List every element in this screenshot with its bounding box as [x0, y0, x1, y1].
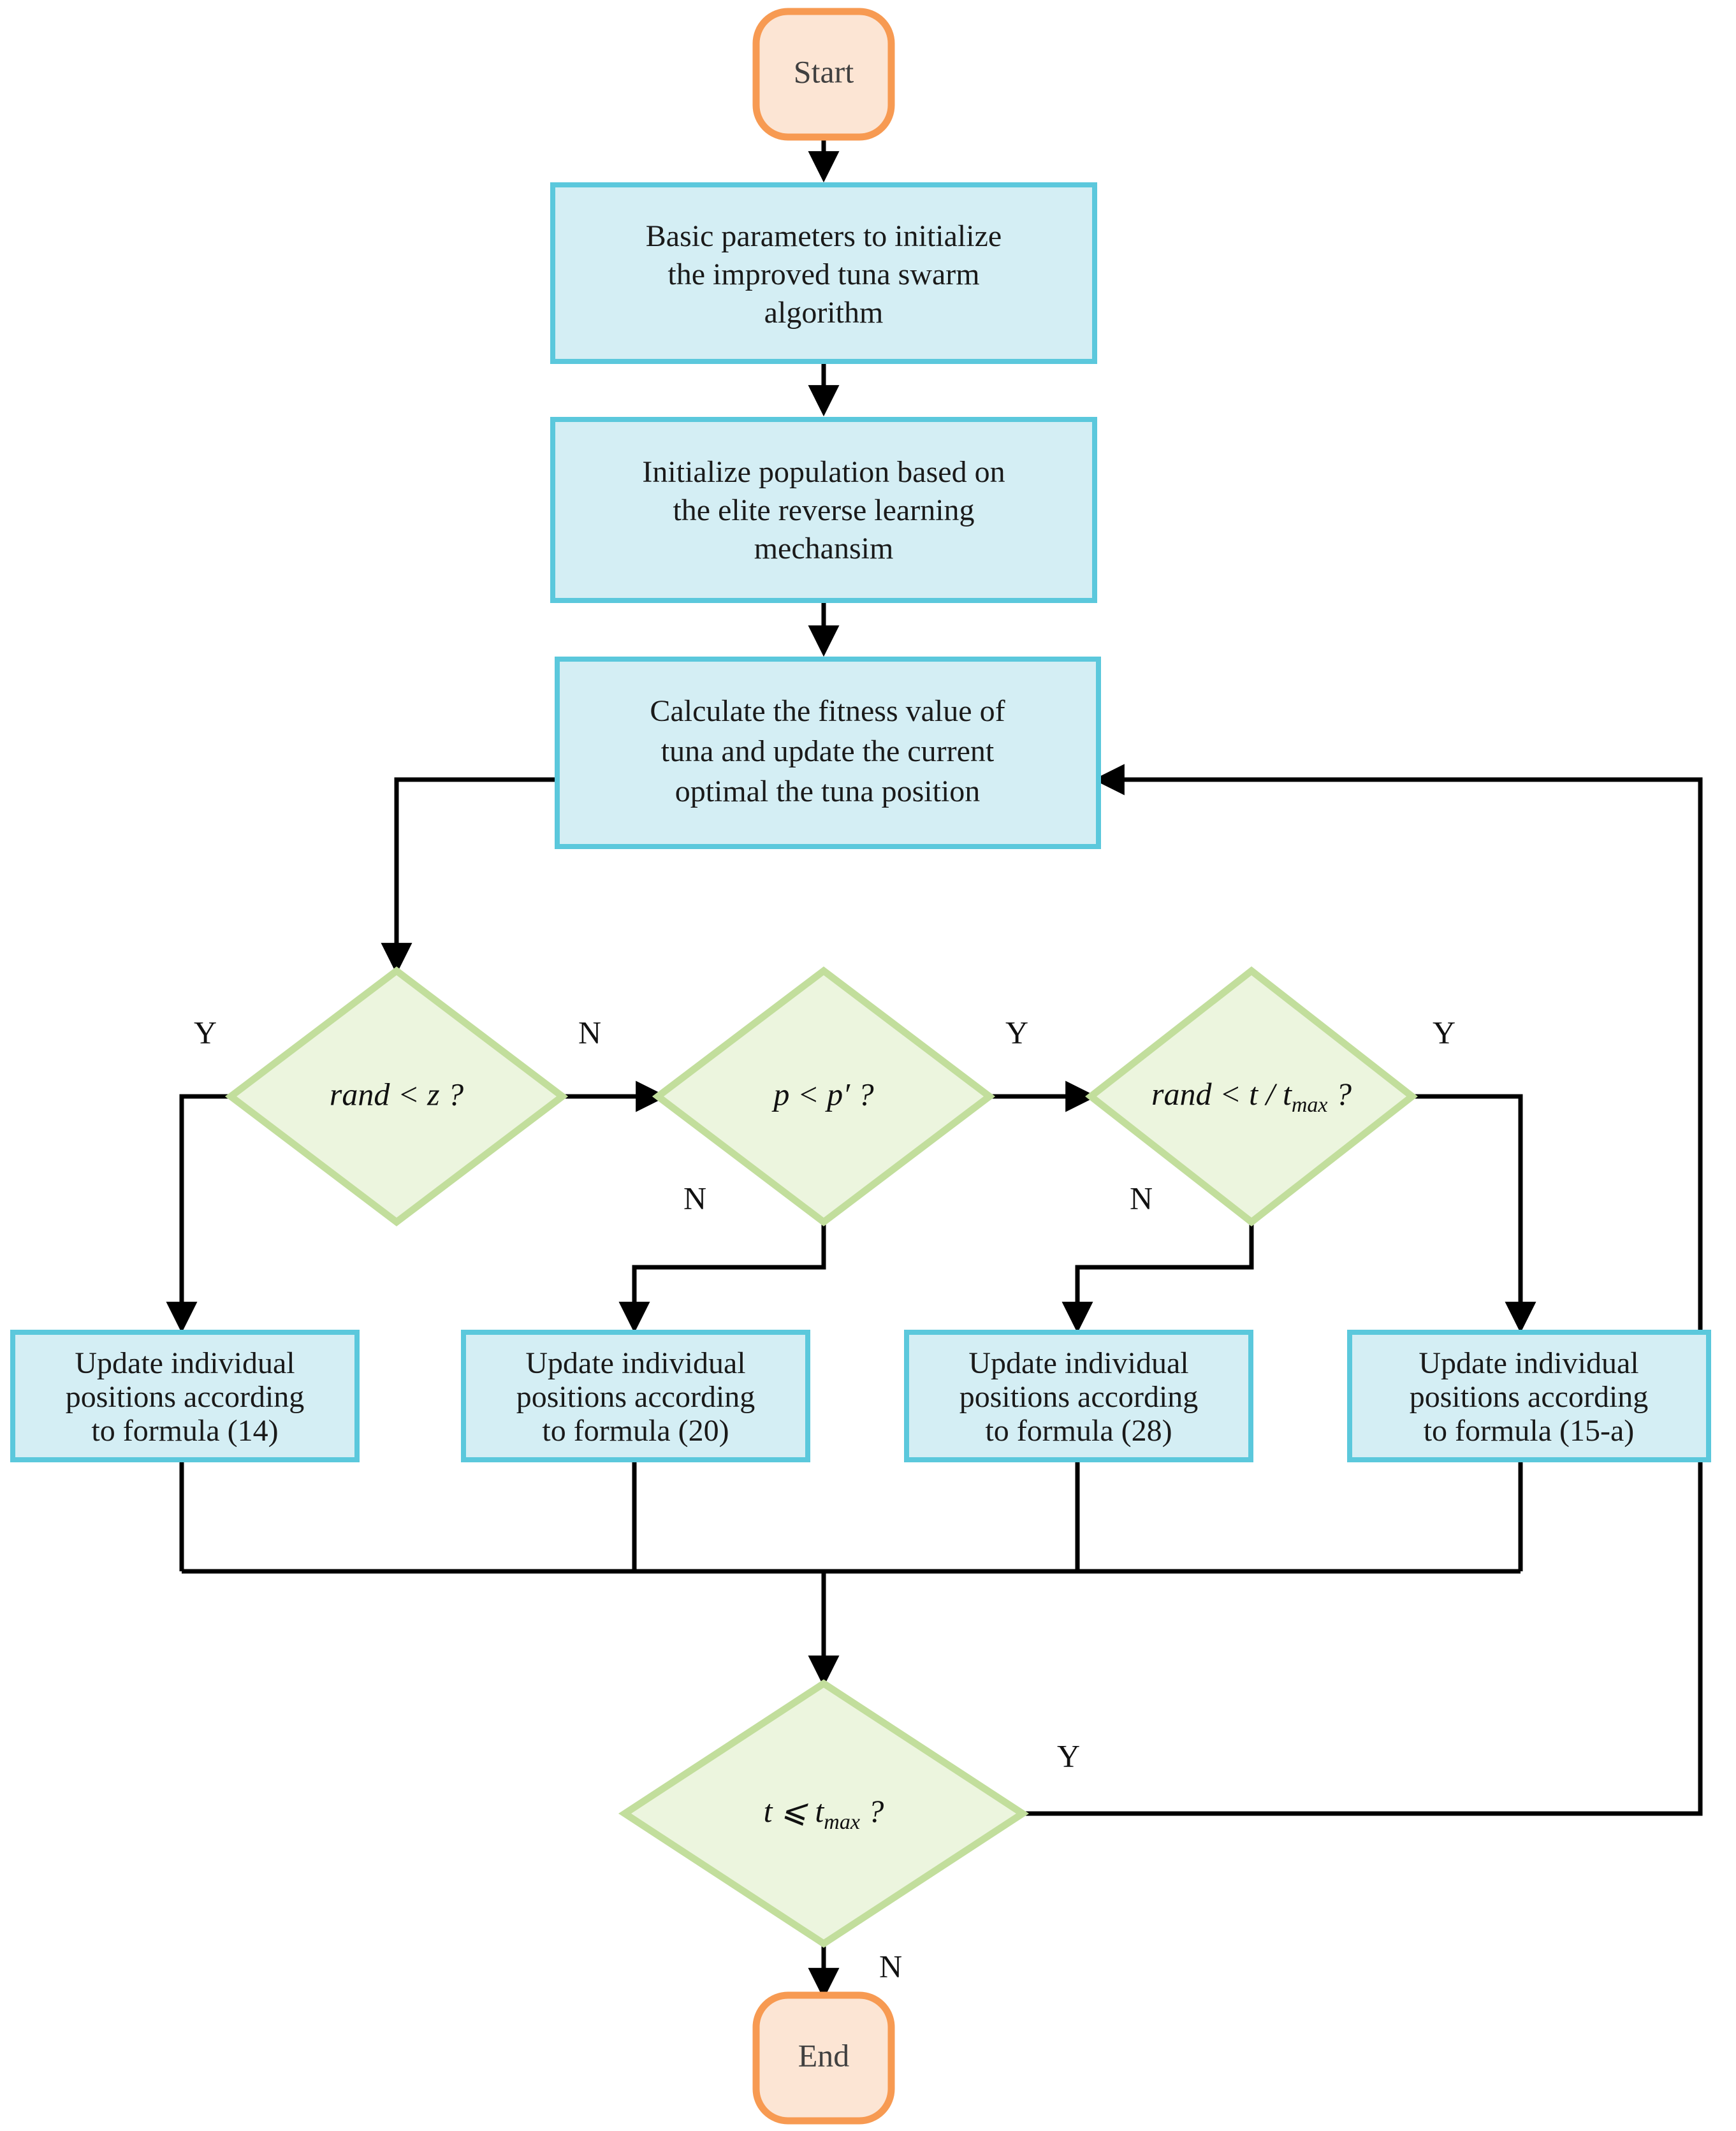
- node-update-15a[interactable]: Update individual positions according to…: [1347, 1330, 1711, 1462]
- init-params-line-1: Basic parameters to initialize: [646, 219, 1002, 253]
- decision-p-pprime-label: p < p′ ?: [771, 1076, 873, 1112]
- decision-rand-t-suffix: ?: [1328, 1076, 1352, 1112]
- decision-rand-z-shape: [224, 966, 569, 1226]
- update-14-line-2: positions according: [66, 1380, 305, 1414]
- update-14-shape: [10, 1330, 360, 1462]
- branch-label-d3-no: N: [1130, 1180, 1153, 1216]
- update-28-line-1: Update individual: [968, 1346, 1188, 1380]
- decision-t-tmax-prefix: t ⩽ t: [764, 1793, 825, 1829]
- edge-decision-t-tmax-yes-to-calc-fitness: [1023, 764, 1703, 1816]
- start-label: Start: [794, 54, 854, 89]
- end-label: End: [798, 2037, 850, 2073]
- edge-decision-p-no-to-update-20: [618, 1224, 826, 1334]
- decision-rand-t-shape: [1085, 966, 1418, 1226]
- edge-calc-fitness-to-decision-rand-z: [381, 777, 560, 975]
- update-15a-shape: [1347, 1330, 1711, 1462]
- node-calc-fitness[interactable]: Calculate the fitness value of tuna and …: [555, 657, 1101, 849]
- branch-label-d3-yes: Y: [1433, 1014, 1455, 1050]
- node-decision-rand-t[interactable]: rand < t / tmax ?: [1085, 966, 1418, 1226]
- init-population-line-1: Initialize population based on: [642, 455, 1005, 489]
- calc-fitness-line-2: tuna and update the current: [661, 734, 995, 768]
- init-population-line-3: mechansim: [754, 532, 894, 565]
- update-20-line-3: to formula (20): [542, 1414, 729, 1448]
- edge-layer: [166, 137, 1703, 2000]
- branch-label-d4-yes: Y: [1057, 1738, 1080, 1773]
- branch-label-d2-yes: Y: [1005, 1014, 1028, 1050]
- init-params-line-3: algorithm: [764, 296, 884, 330]
- init-population-line-2: the elite reverse learning: [673, 493, 974, 527]
- decision-rand-t-label: rand < t / tmax ?: [1151, 1076, 1352, 1116]
- edge-decision-rand-t-yes-to-update-15a: [1412, 1094, 1536, 1334]
- update-14-line-1: Update individual: [75, 1346, 295, 1380]
- node-init-params[interactable]: Basic parameters to initialize the impro…: [550, 182, 1097, 364]
- node-decision-rand-z[interactable]: rand < z ?: [224, 966, 569, 1226]
- init-population-shape: [550, 417, 1097, 603]
- update-28-line-2: positions according: [959, 1380, 1199, 1414]
- update-15a-line-2: positions according: [1410, 1380, 1649, 1414]
- branch-label-d2-no: N: [683, 1180, 706, 1216]
- calc-fitness-shape: [555, 657, 1101, 849]
- init-params-shape: [550, 182, 1097, 364]
- node-update-14[interactable]: Update individual positions according to…: [10, 1330, 360, 1462]
- branch-label-d1-yes: Y: [194, 1014, 217, 1050]
- decision-t-tmax-subscript: max: [824, 1810, 860, 1834]
- decision-t-tmax-label: t ⩽ tmax ?: [764, 1793, 884, 1833]
- update-20-shape: [461, 1330, 810, 1462]
- update-28-shape: [904, 1330, 1253, 1462]
- node-update-28[interactable]: Update individual positions according to…: [904, 1330, 1253, 1462]
- update-14-line-3: to formula (14): [91, 1414, 278, 1448]
- node-update-20[interactable]: Update individual positions according to…: [461, 1330, 810, 1462]
- decision-rand-t-subscript: max: [1292, 1093, 1328, 1117]
- node-init-population[interactable]: Initialize population based on the elite…: [550, 417, 1097, 603]
- update-15a-line-3: to formula (15-a): [1424, 1414, 1635, 1448]
- branch-label-d4-no: N: [879, 1948, 902, 1984]
- decision-t-tmax-shape: [618, 1679, 1030, 1948]
- branch-label-layer: Y N N Y N Y Y N: [194, 1014, 1455, 1984]
- edge-decision-rand-t-no-to-update-28: [1061, 1224, 1254, 1334]
- update-20-line-2: positions according: [516, 1380, 755, 1414]
- update-28-line-3: to formula (28): [985, 1414, 1172, 1448]
- decision-rand-z-label: rand < z ?: [330, 1076, 463, 1112]
- decision-p-pprime-shape: [652, 966, 996, 1226]
- node-decision-p-pprime[interactable]: p < p′ ?: [652, 966, 996, 1226]
- start-shape: [752, 8, 895, 141]
- decision-t-tmax-suffix: ?: [860, 1793, 884, 1829]
- update-15a-line-1: Update individual: [1419, 1346, 1638, 1380]
- branch-label-d1-no: N: [578, 1014, 601, 1050]
- node-end[interactable]: End: [752, 1991, 895, 2125]
- node-decision-t-tmax[interactable]: t ⩽ tmax ?: [618, 1679, 1030, 1948]
- end-shape: [752, 1991, 895, 2125]
- node-start[interactable]: Start: [752, 8, 895, 141]
- update-20-line-1: Update individual: [525, 1346, 745, 1380]
- decision-rand-t-prefix: rand < t / t: [1151, 1076, 1292, 1112]
- calc-fitness-line-1: Calculate the fitness value of: [650, 694, 1005, 728]
- init-params-line-2: the improved tuna swarm: [667, 258, 979, 291]
- calc-fitness-line-3: optimal the tuna position: [675, 775, 981, 808]
- edge-decision-rand-z-yes-to-update-14: [166, 1094, 231, 1334]
